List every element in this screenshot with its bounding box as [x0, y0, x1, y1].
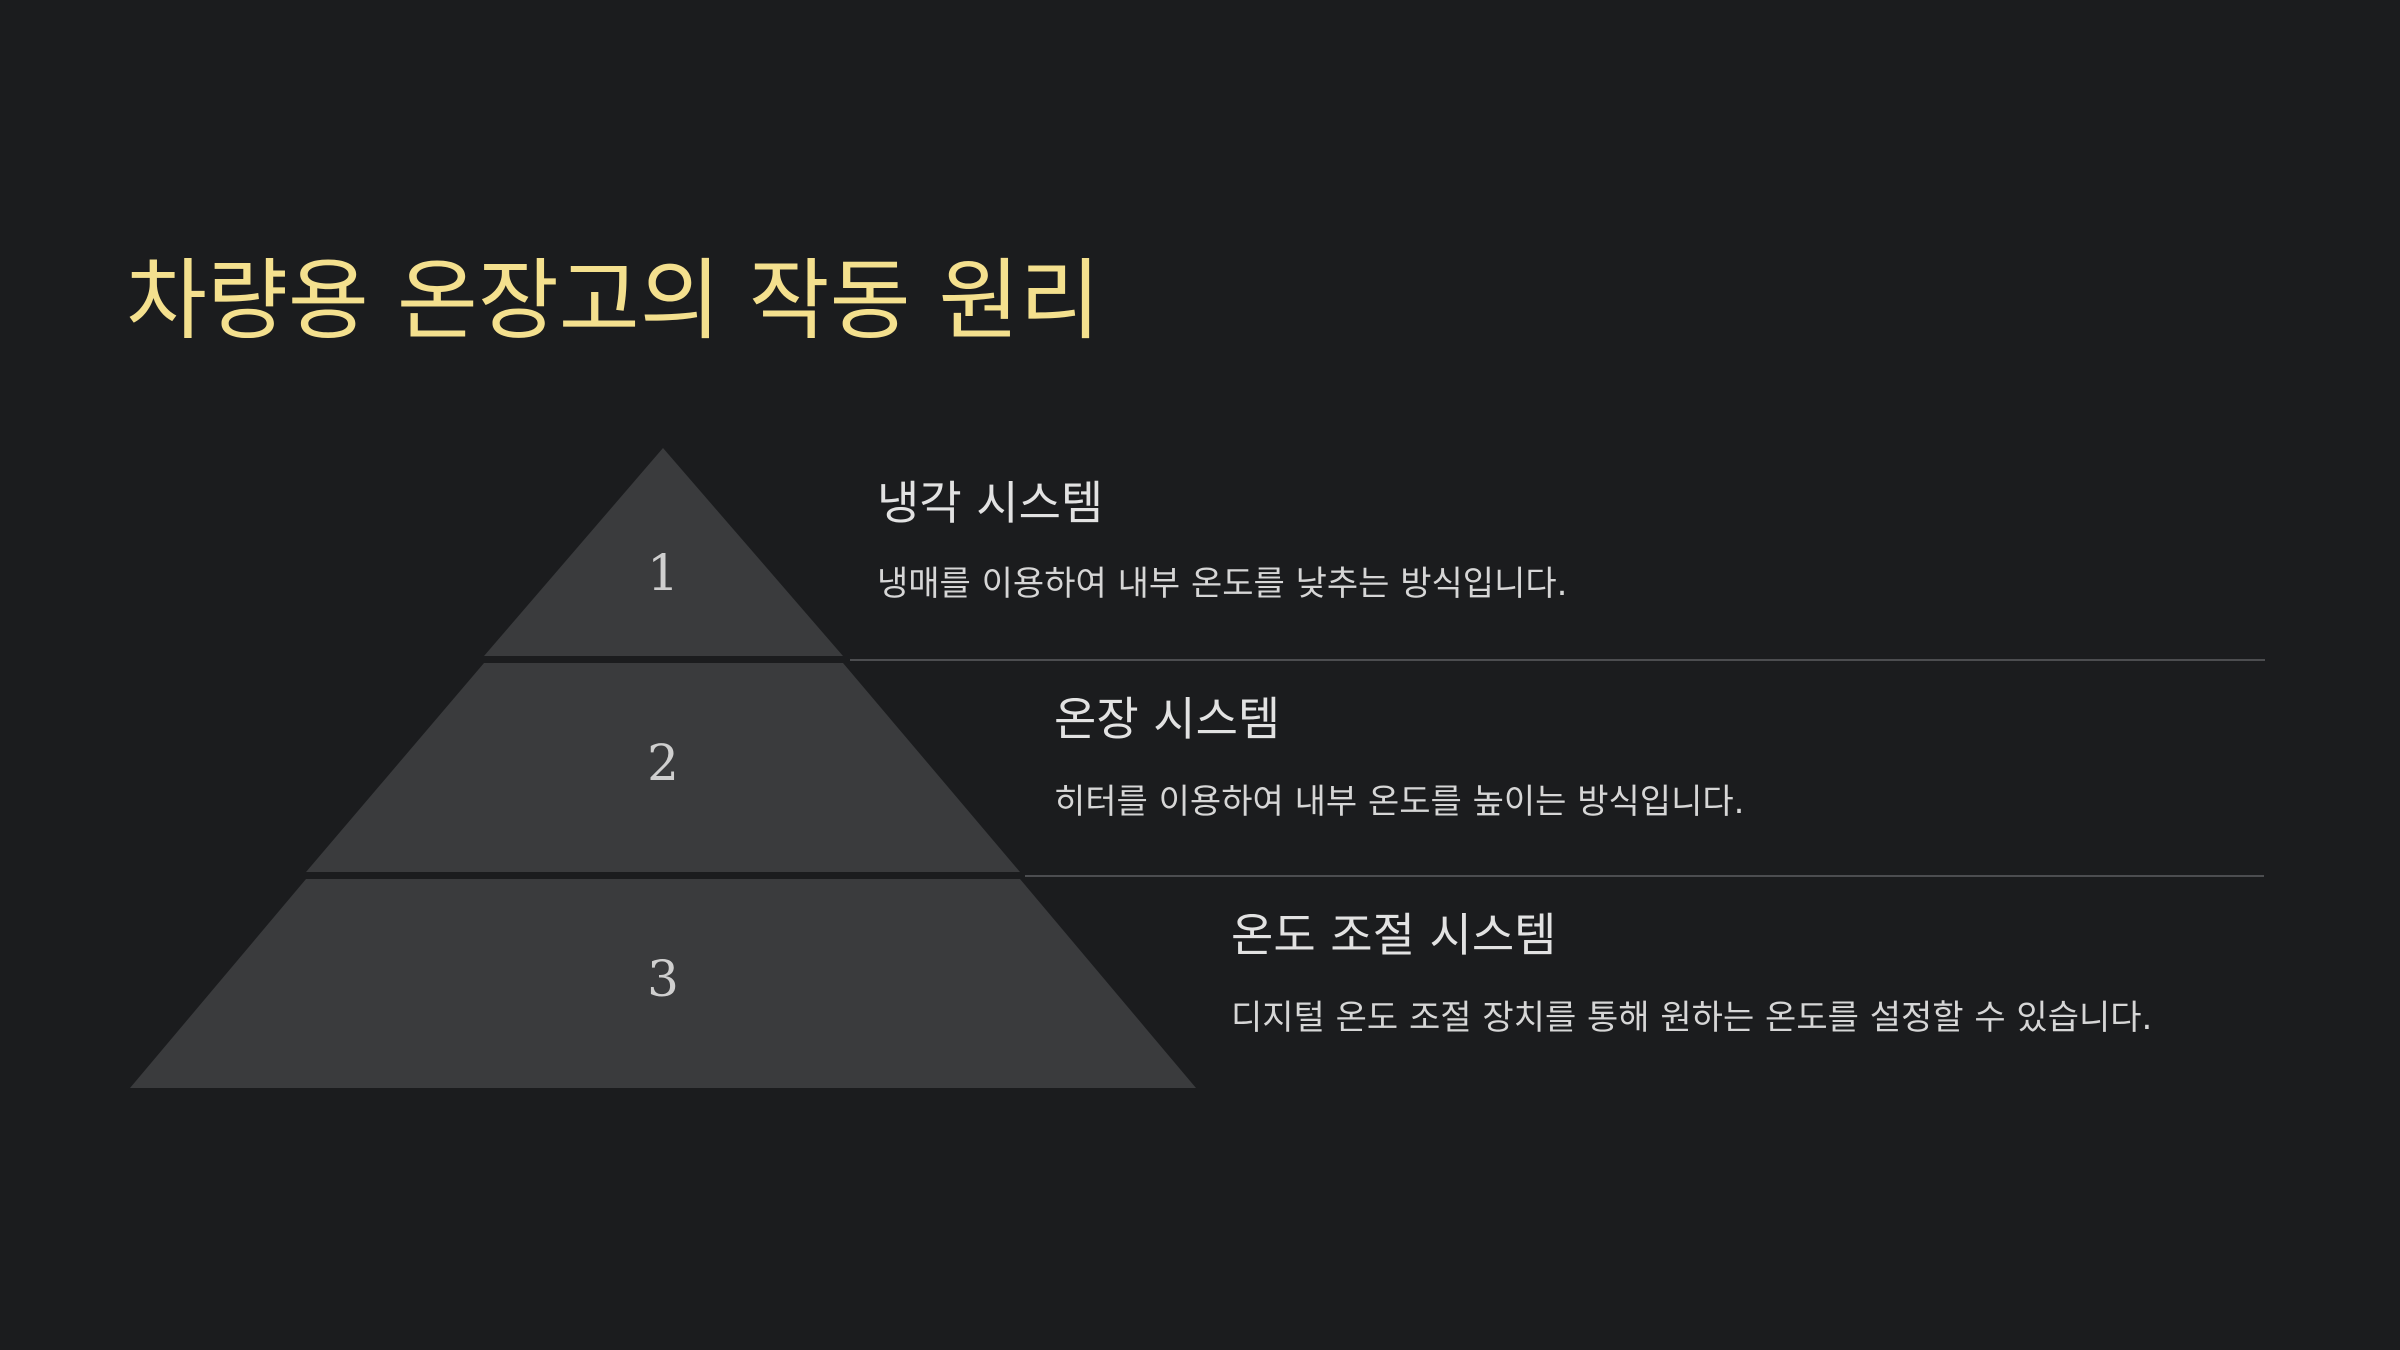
- tier-3-description: 디지털 온도 조절 장치를 통해 원하는 온도를 설정할 수 있습니다.: [1231, 998, 2153, 1038]
- tier-2-number: 2: [647, 734, 679, 792]
- tier-1-title: 냉각 시스템: [877, 476, 1104, 530]
- pyramid-tier-1: [484, 448, 843, 656]
- tier-3-number: 3: [647, 950, 679, 1008]
- tier-2-title: 온장 시스템: [1054, 692, 1281, 746]
- tier-2-divider: [1025, 875, 2264, 877]
- tier-1-description: 냉매를 이용하여 내부 온도를 낮추는 방식입니다.: [877, 564, 1568, 604]
- pyramid-tier-2: [306, 663, 1020, 872]
- slide-title: 차량용 온장고의 작동 원리: [126, 249, 1101, 352]
- tier-2-description: 히터를 이용하여 내부 온도를 높이는 방식입니다.: [1054, 782, 1745, 822]
- tier-1-number: 1: [647, 544, 679, 602]
- tier-1-divider: [850, 659, 2265, 661]
- tier-3-title: 온도 조절 시스템: [1231, 908, 1557, 962]
- pyramid-tier-3: [130, 879, 1196, 1088]
